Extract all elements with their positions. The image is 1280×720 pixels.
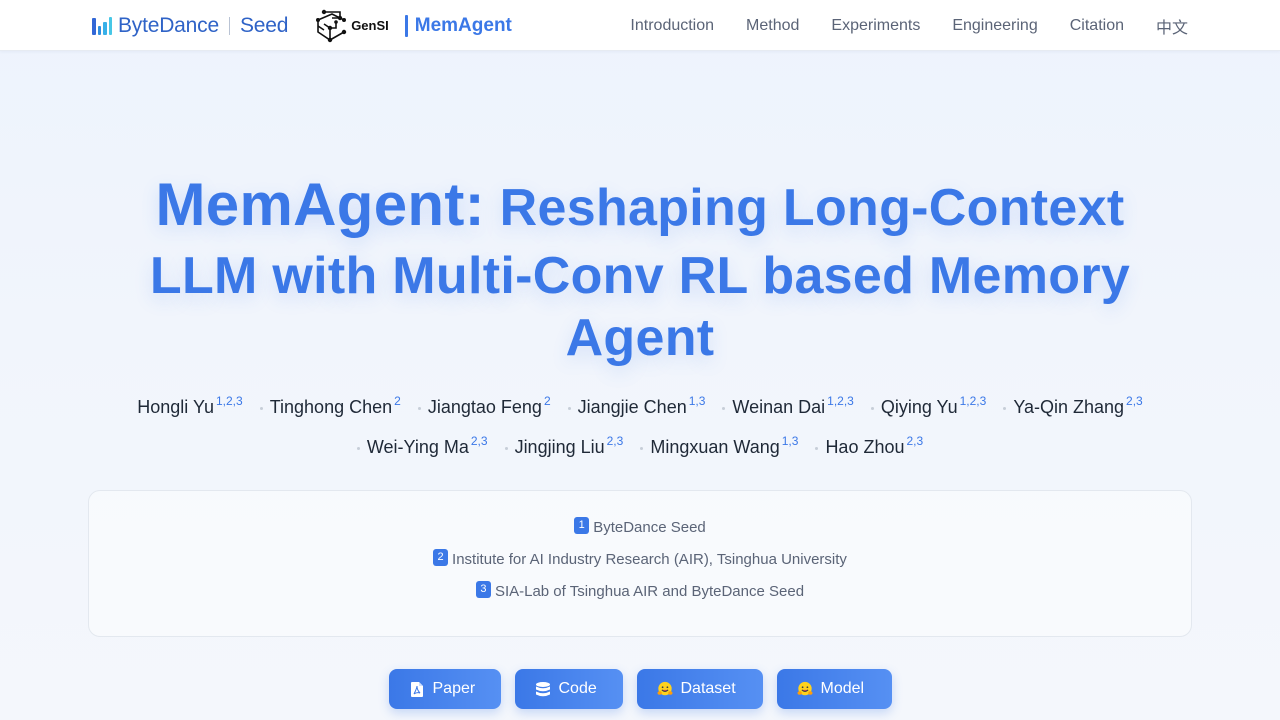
gensi-cube-icon — [316, 9, 347, 42]
bytedance-bars-icon — [92, 16, 112, 35]
author-affiliation-marks: 1,3 — [688, 394, 706, 408]
affiliation-name: Institute for AI Industry Research (AIR)… — [452, 551, 847, 568]
author-affiliation-marks: 1,2,3 — [827, 394, 854, 408]
author-affiliation-marks: 1,3 — [781, 434, 799, 448]
nav-link-experiments[interactable]: Experiments — [831, 16, 921, 34]
affiliation-number-badge: 1 — [574, 517, 590, 534]
affiliation-name: SIA-Lab of Tsinghua AIR and ByteDance Se… — [494, 583, 805, 600]
title-prefix: MemAgent: — [155, 171, 485, 238]
author-name: Tinghong Chen — [269, 397, 393, 417]
brand-logos: ByteDance Seed — [92, 0, 512, 51]
model-button-label: Model — [820, 680, 865, 697]
top-navbar: ByteDance Seed — [0, 0, 1280, 51]
logo-divider — [228, 16, 230, 35]
separator-dot — [259, 406, 263, 410]
project-divider — [404, 14, 408, 37]
seed-wordmark: Seed — [239, 13, 289, 37]
resource-buttons: Paper Code Dataset Model — [0, 669, 1280, 709]
affiliation-number-badge: 3 — [475, 581, 491, 598]
author-affiliation-marks: 2,3 — [606, 434, 624, 448]
title-line-1: MemAgent: Reshaping Long-Context — [0, 174, 1280, 245]
dataset-button[interactable]: Dataset — [636, 669, 763, 709]
hugging-face-icon — [797, 681, 813, 697]
pdf-icon — [409, 681, 425, 697]
separator-dot — [356, 446, 360, 450]
gensi-logo[interactable]: GenSI — [314, 8, 389, 44]
database-icon — [535, 681, 551, 697]
code-button-label: Code — [558, 680, 597, 697]
author-name: Hongli Yu — [137, 397, 214, 417]
nav-links: Introduction Method Experiments Engineer… — [630, 0, 1188, 51]
author-affiliation-marks: 2 — [394, 394, 401, 408]
separator-dot — [504, 446, 508, 450]
nav-link-introduction[interactable]: Introduction — [630, 16, 715, 34]
dataset-button-label: Dataset — [680, 680, 736, 697]
author-name: Mingxuan Wang — [650, 437, 780, 457]
code-button[interactable]: Code — [514, 669, 623, 709]
paper-button-label: Paper — [432, 680, 476, 697]
nav-link-citation[interactable]: Citation — [1069, 16, 1124, 34]
separator-dot — [1003, 406, 1007, 410]
author-name: Jiangjie Chen — [577, 397, 687, 417]
author-affiliation-marks: 2,3 — [470, 434, 488, 448]
author-name: Jiangtao Feng — [427, 397, 542, 417]
author-affiliation-marks: 2,3 — [1126, 394, 1143, 408]
author-name: Qiying Yu — [880, 397, 958, 417]
title-line-2: LLM with Multi-Conv RL based Memory — [149, 247, 1131, 305]
title-line-3: Agent — [565, 309, 715, 367]
author-affiliation-marks: 1,2,3 — [215, 394, 243, 408]
model-button[interactable]: Model — [776, 669, 892, 709]
affiliation-name: ByteDance Seed — [593, 519, 706, 536]
gensi-wordmark: GenSI — [351, 18, 389, 33]
title-line-1-rest: Reshaping Long-Context — [484, 179, 1125, 237]
separator-dot — [815, 446, 819, 450]
author-affiliation-marks: 2 — [543, 394, 551, 408]
separator-dot — [417, 406, 421, 410]
separator-dot — [870, 406, 874, 410]
paper-button[interactable]: Paper — [388, 669, 501, 709]
bytedance-wordmark: ByteDance — [118, 13, 219, 37]
affiliation-number-badge: 2 — [433, 549, 449, 566]
nav-link-engineering[interactable]: Engineering — [952, 16, 1038, 34]
separator-dot — [640, 446, 644, 450]
author-name: Ya-Qin Zhang — [1013, 397, 1125, 417]
project-name[interactable]: MemAgent — [414, 14, 512, 36]
nav-link-method[interactable]: Method — [746, 16, 800, 34]
author-name: Weinan Dai — [732, 397, 826, 417]
author-name: Jingjing Liu — [514, 437, 605, 457]
separator-dot — [567, 406, 571, 410]
author-affiliation-marks: 1,2,3 — [959, 394, 987, 408]
language-toggle-chinese[interactable]: 中文 — [1155, 19, 1188, 37]
author-affiliation-marks: 2,3 — [906, 434, 924, 448]
page-title: MemAgent: Reshaping Long-Context LLM wit… — [0, 174, 1280, 369]
bytedance-seed-logo[interactable]: ByteDance Seed — [92, 14, 288, 38]
hugging-face-icon — [657, 681, 673, 697]
separator-dot — [722, 406, 726, 410]
author-name: Wei-Ying Ma — [366, 437, 469, 457]
author-name: Hao Zhou — [825, 437, 905, 457]
